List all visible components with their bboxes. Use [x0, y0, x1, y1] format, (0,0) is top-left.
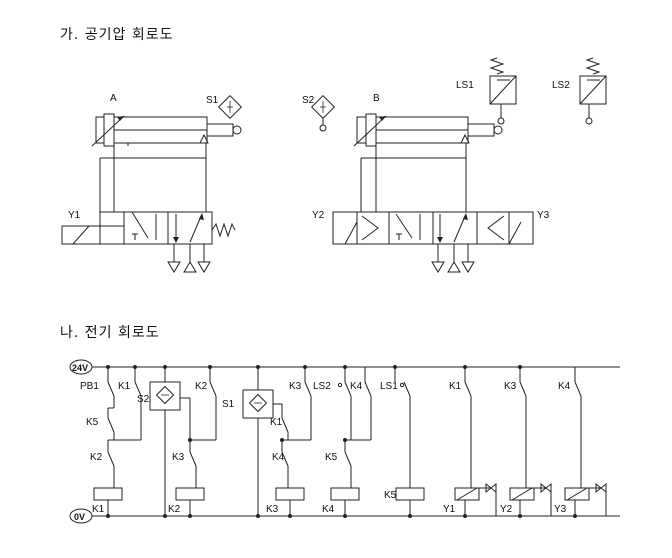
contact-k3-label-3: K3 [504, 381, 517, 392]
contact-k1-label-2: K1 [270, 417, 283, 428]
rung-y1 [454, 367, 497, 516]
sensor-s1-label-electric: S1 [222, 399, 235, 410]
rail-0v-label: 0V [74, 512, 85, 522]
pneumatic-circuit-title: 가. 공기압 회로도 [60, 27, 174, 43]
rung-k3 [242, 367, 312, 516]
rung-y3 [564, 367, 607, 516]
valve-y1 [61, 143, 236, 273]
limit-switch-ls2-label-electric: LS2 [313, 381, 331, 392]
contact-k4-label: K4 [272, 452, 285, 463]
rung-k1 [93, 367, 142, 516]
sensor-s1-icon [217, 94, 243, 120]
rung-y2 [509, 367, 552, 516]
contact-k3-label-2: K3 [289, 381, 302, 392]
supply-rail-0v [69, 508, 620, 524]
contact-k3-label: K3 [172, 452, 185, 463]
coil-k5-label: K5 [384, 490, 397, 501]
limit-switch-ls1-label: LS1 [456, 80, 474, 91]
contact-k5-label-2: K5 [325, 452, 338, 463]
sensor-s2-label: S2 [302, 95, 315, 106]
valve-y2-label: Y2 [312, 210, 325, 221]
solenoid-y2-label: Y2 [500, 504, 513, 515]
electric-circuit-title: 나. 전기 회로도 [60, 325, 160, 341]
limit-switch-ls2-icon [579, 57, 607, 125]
contact-k1-label: K1 [118, 381, 131, 392]
cylinder-a [91, 113, 242, 147]
limit-switch-ls1-icon [489, 57, 517, 125]
coil-k2-label: K2 [168, 504, 181, 515]
contact-k1-label-3: K1 [449, 381, 462, 392]
supply-rail-24v [69, 359, 620, 375]
coil-k1-label: K1 [92, 504, 105, 515]
contact-k2-label-2: K2 [195, 381, 208, 392]
cylinder-b-label: B [373, 93, 380, 104]
solenoid-y3-label: Y3 [554, 504, 567, 515]
solenoid-y1-label: Y1 [443, 504, 456, 515]
coil-k4-label: K4 [322, 504, 335, 515]
rung-k2 [149, 367, 217, 516]
sensor-s1-label: S1 [206, 95, 219, 106]
valve-y1-label: Y1 [68, 210, 81, 221]
sensor-s2-icon [310, 94, 336, 132]
contact-k4-label-2: K4 [350, 381, 363, 392]
coil-k3-label: K3 [266, 504, 279, 515]
contact-k2-label: K2 [90, 452, 103, 463]
contact-k5-label: K5 [86, 417, 99, 428]
limit-switch-ls2-label: LS2 [552, 80, 570, 91]
pb1-label: PB1 [80, 381, 99, 392]
valve-y3-label: Y3 [537, 210, 550, 221]
valve-y2-y3 [332, 143, 534, 273]
rung-k5 [394, 367, 425, 516]
cylinder-a-label: A [110, 93, 117, 104]
rung-k4 [330, 367, 372, 516]
limit-switch-ls1-label-electric: LS1 [380, 381, 398, 392]
contact-k4-label-3: K4 [558, 381, 571, 392]
rail-24v-label: 24V [72, 363, 88, 373]
sensor-s2-label-electric: S2 [137, 394, 150, 405]
cylinder-b [353, 113, 503, 147]
